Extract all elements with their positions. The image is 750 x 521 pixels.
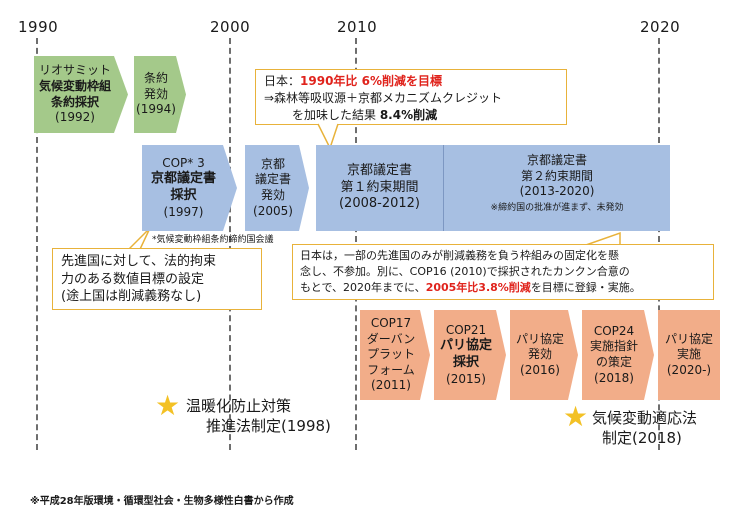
event-line: 京都議定書 [150,171,216,187]
event-line: 京都議定書 [526,153,587,167]
event-line: COP24 [593,323,635,338]
event-line: 実施指針 [589,339,638,354]
japan-target-callout: 日本：1990年比 6%削減を目標 ⇒森林等吸収源＋京都メカニズムクレジット を… [255,69,567,125]
callout-highlight: 1990年比 6%削減を目標 [300,74,442,88]
event-line: (1997) [163,204,204,219]
year-label-2000: 2000 [210,18,251,36]
event-line: 採択 [170,188,197,203]
event-line: パリ協定 [439,338,492,354]
event-line: プラット [366,347,415,362]
event-line: 発効 [143,86,168,101]
source-note: ※平成28年版環境・循環型社会・生物多様性白書から作成 [30,496,294,507]
callout-line: 日本：1990年比 6%削減を目標 [264,73,558,90]
event-line: パリ協定 [664,331,713,346]
year-label-2010: 2010 [337,18,378,36]
event-line: 議定書 [254,172,291,187]
callout-line: 念し、不参加。別に、COP16 (2010)で採択されたカンクン合意の [300,264,630,278]
event-line: ダーバン [366,331,416,346]
event-note: ※締約国の批准が進まず、未発効 [490,202,624,213]
event-line: の策定 [595,355,632,369]
event-line: (2013-2020) [519,184,595,199]
event-rio-summit: リオサミット 気候変動枠組 条約採択 (1992) [34,56,128,133]
event-kyoto-effect: 京都 議定書 発効 (2005) [245,145,309,231]
callout-line: を加味した結果 8.4%削減 [264,107,558,124]
event-cop17-durban: COP17 ダーバン プラット フォーム (2011) [360,310,430,400]
event-line: (2015) [446,371,486,386]
event-line: 第１約束期間 [340,179,419,195]
law-climate-adaptation: 気候変動適応法 制定(2018) [592,408,697,449]
year-line-1990 [36,38,38,450]
callout-line: ⇒森林等吸収源＋京都メカニズムクレジット [264,90,503,105]
callout-line: 力のある数値目標の設定 [61,271,205,287]
event-line: COP21 [445,322,487,337]
callout-highlight: 2005年比3.8%削減 [425,280,531,294]
cop-footnote: *気候変動枠組条約締約国会議 [152,235,274,245]
event-line: (2011) [371,378,411,393]
event-line: 第２約束期間 [520,168,593,183]
event-cop24-guidelines: COP24 実施指針 の策定 (2018) [582,310,654,400]
year-label-1990: 1990 [18,18,59,36]
law-warming-countermeasures: 温暖化防止対策 推進法制定(1998) [186,396,331,437]
callout-prefix: 日本： [264,74,301,88]
event-line: COP* 3 [162,155,205,170]
callout-line: (途上国は削減義務なし) [61,289,202,305]
event-convention-effect: 条約 発効 (1994) [134,56,186,133]
law-line: 温暖化防止対策 [186,397,292,415]
year-label-2020: 2020 [640,18,681,36]
japan-cancun-callout: 日本は，一部の先進国のみが削減義務を負う枠組みの固定化を懸 念し、不参加。別に、… [292,244,714,300]
event-line: パリ協定 [515,331,564,346]
callout-text: を目標に登録・実施。 [530,280,641,294]
event-line: (2008-2012) [338,196,420,212]
event-kyoto-first-period: 京都議定書 第１約束期間 (2008-2012) [316,145,444,231]
event-paris-implementation: パリ協定 実施 (2020-) [658,310,720,400]
year-line-2000 [229,38,231,450]
event-paris-effect: パリ協定 発効 (2016) [510,310,578,400]
event-line: 発効 [260,188,285,202]
callout-text: もとで、2020年までに、 [300,280,426,294]
event-line: 気候変動枠組 [38,78,111,93]
event-line: 条約 [143,71,168,86]
callout-line: もとで、2020年までに、2005年比3.8%削減を目標に登録・実施。 [300,280,706,296]
law-line: 気候変動適応法 [592,409,698,427]
star-icon: ★ [563,400,589,433]
event-line: 発効 [527,347,552,362]
callout-bold: 8.4%削減 [379,107,438,122]
event-line: 条約採択 [50,94,99,109]
event-line: 実施 [676,347,701,362]
callout-text: を加味した結果 [292,107,380,122]
event-line: 京都議定書 [346,162,412,178]
event-line: フォーム [367,362,415,377]
developed-countries-callout: 先進国に対して、法的拘束 力のある数値目標の設定 (途上国は削減義務なし) [52,248,262,310]
event-line: (1994) [136,102,176,117]
event-line: (2005) [253,203,293,218]
law-line: 制定(2018) [602,429,682,448]
event-kyoto-second-period: 京都議定書 第２約束期間 (2013-2020) ※締約国の批准が進まず、未発効 [444,145,670,231]
event-line: (1992) [55,110,95,125]
event-line: (2018) [594,370,634,385]
callout-line: 先進国に対して、法的拘束 [61,254,216,269]
event-line: COP17 [370,316,412,331]
star-icon: ★ [155,389,181,422]
event-line: (2020-) [666,362,712,377]
callout-line: 日本は，一部の先進国のみが削減義務を負う枠組みの固定化を懸 [300,249,619,262]
law-line: 推進法制定(1998) [206,417,331,436]
event-cop3-kyoto-adoption: COP* 3 京都議定書 採択 (1997) [142,145,237,231]
event-line: リオサミット [38,63,111,78]
event-line: (2016) [520,362,560,377]
event-cop21-paris-adoption: COP21 パリ協定 採択 (2015) [434,310,506,400]
event-line: 京都 [260,156,285,171]
event-line: 採択 [452,355,479,370]
